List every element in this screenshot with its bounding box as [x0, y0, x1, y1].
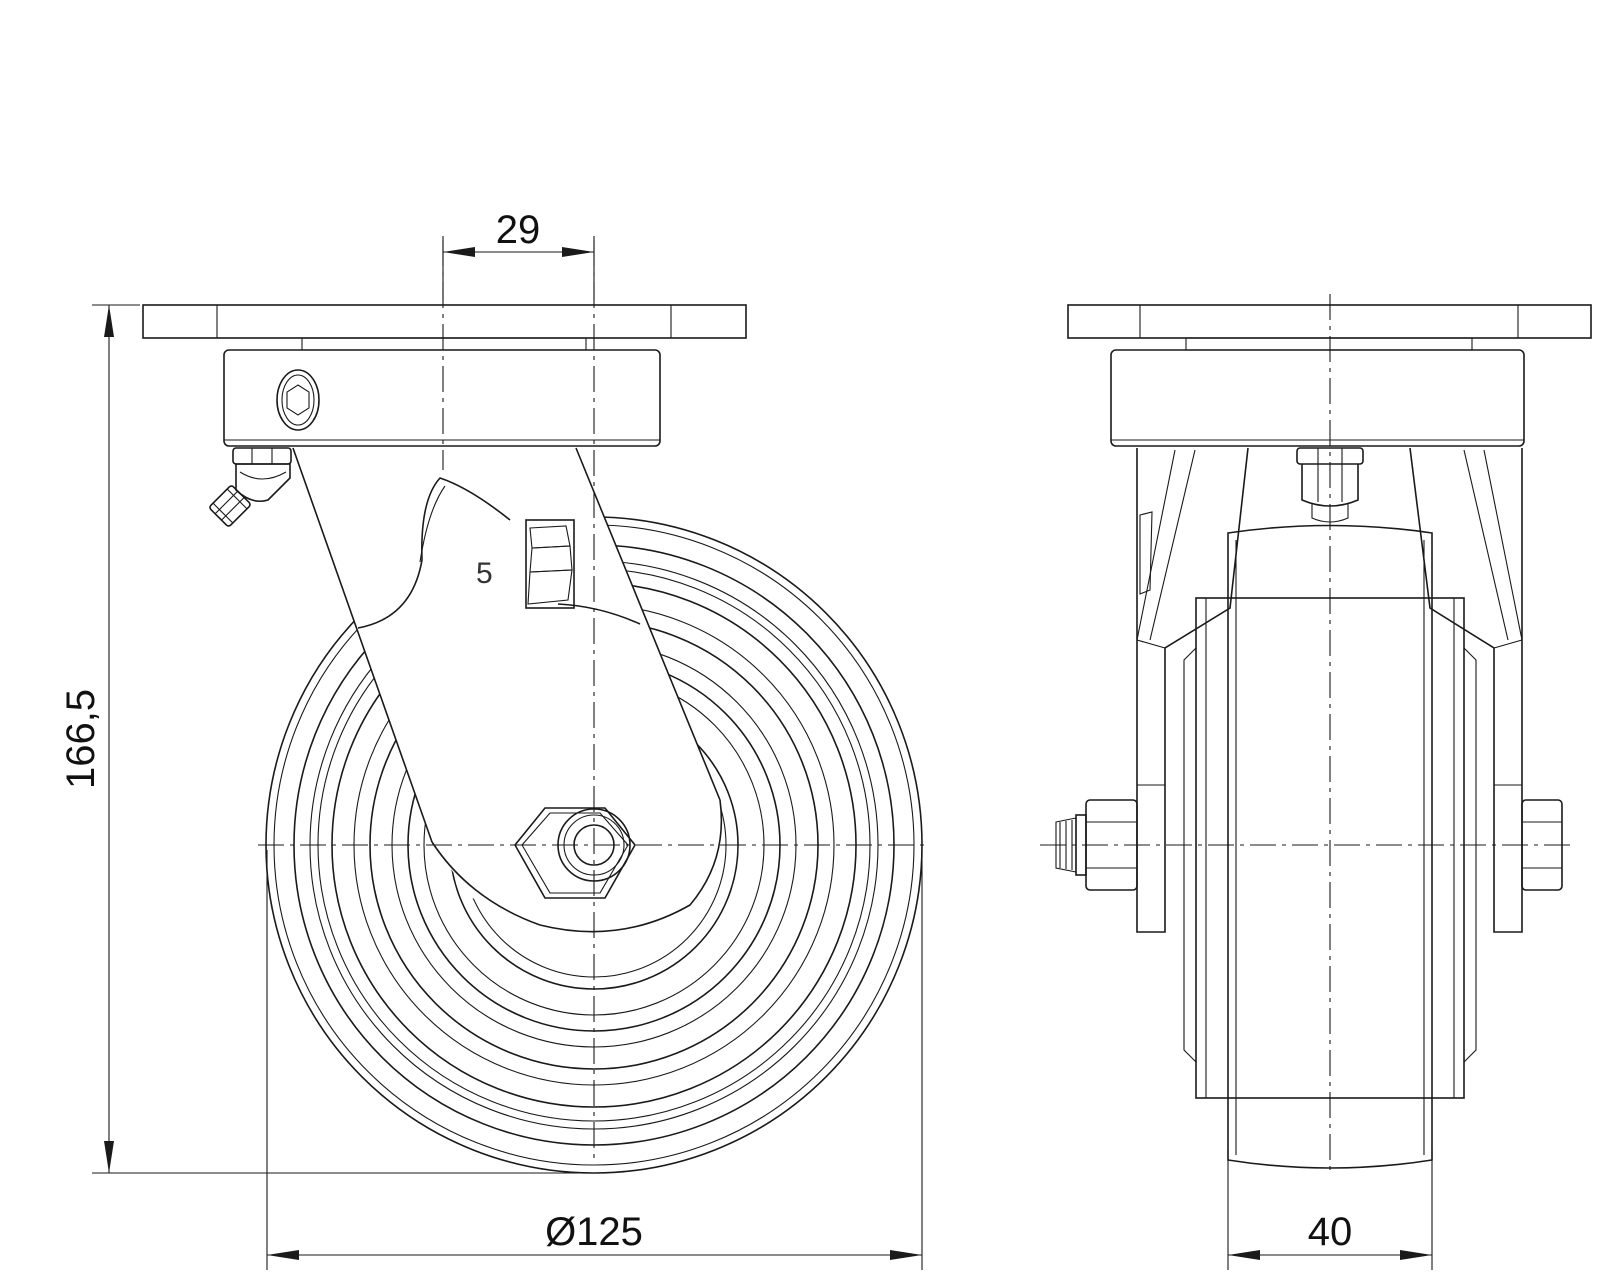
brake-lever: 5 — [357, 477, 650, 640]
dimension-height: 166,5 — [59, 304, 592, 1174]
dimension-height-label: 166,5 — [59, 689, 103, 789]
front-view: 5 — [142, 240, 930, 1174]
top-plate — [142, 304, 747, 351]
part-mark-label: 5 — [476, 557, 493, 590]
side-view — [1040, 294, 1592, 1170]
front-centerlines — [258, 240, 930, 1160]
dimension-wheel-diameter-label: Ø125 — [545, 1210, 643, 1254]
side-swivel-head — [1110, 349, 1525, 447]
socket-screw-icon — [276, 369, 320, 431]
dimension-offset: 29 — [442, 208, 595, 300]
dimension-wheel-diameter: Ø125 — [266, 850, 923, 1270]
dimension-offset-label: 29 — [496, 208, 541, 252]
dimension-wheel-width: 40 — [1227, 1150, 1433, 1270]
side-centerlines — [1040, 294, 1572, 1170]
swivel-head — [223, 349, 661, 447]
dimension-wheel-width-label: 40 — [1308, 1210, 1353, 1254]
grease-nipple-icon — [209, 447, 292, 527]
